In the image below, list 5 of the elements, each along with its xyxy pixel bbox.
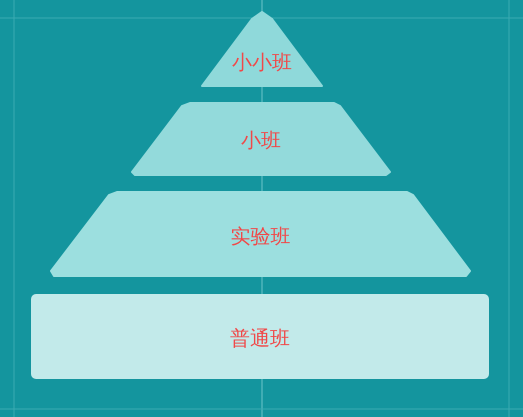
pyramid-base-band [31,294,489,379]
tier-label: 小小班 [231,50,293,74]
tier-label: 小班 [240,128,282,152]
tier-label: 普通班 [229,326,291,350]
tier-label: 实验班 [230,224,292,248]
